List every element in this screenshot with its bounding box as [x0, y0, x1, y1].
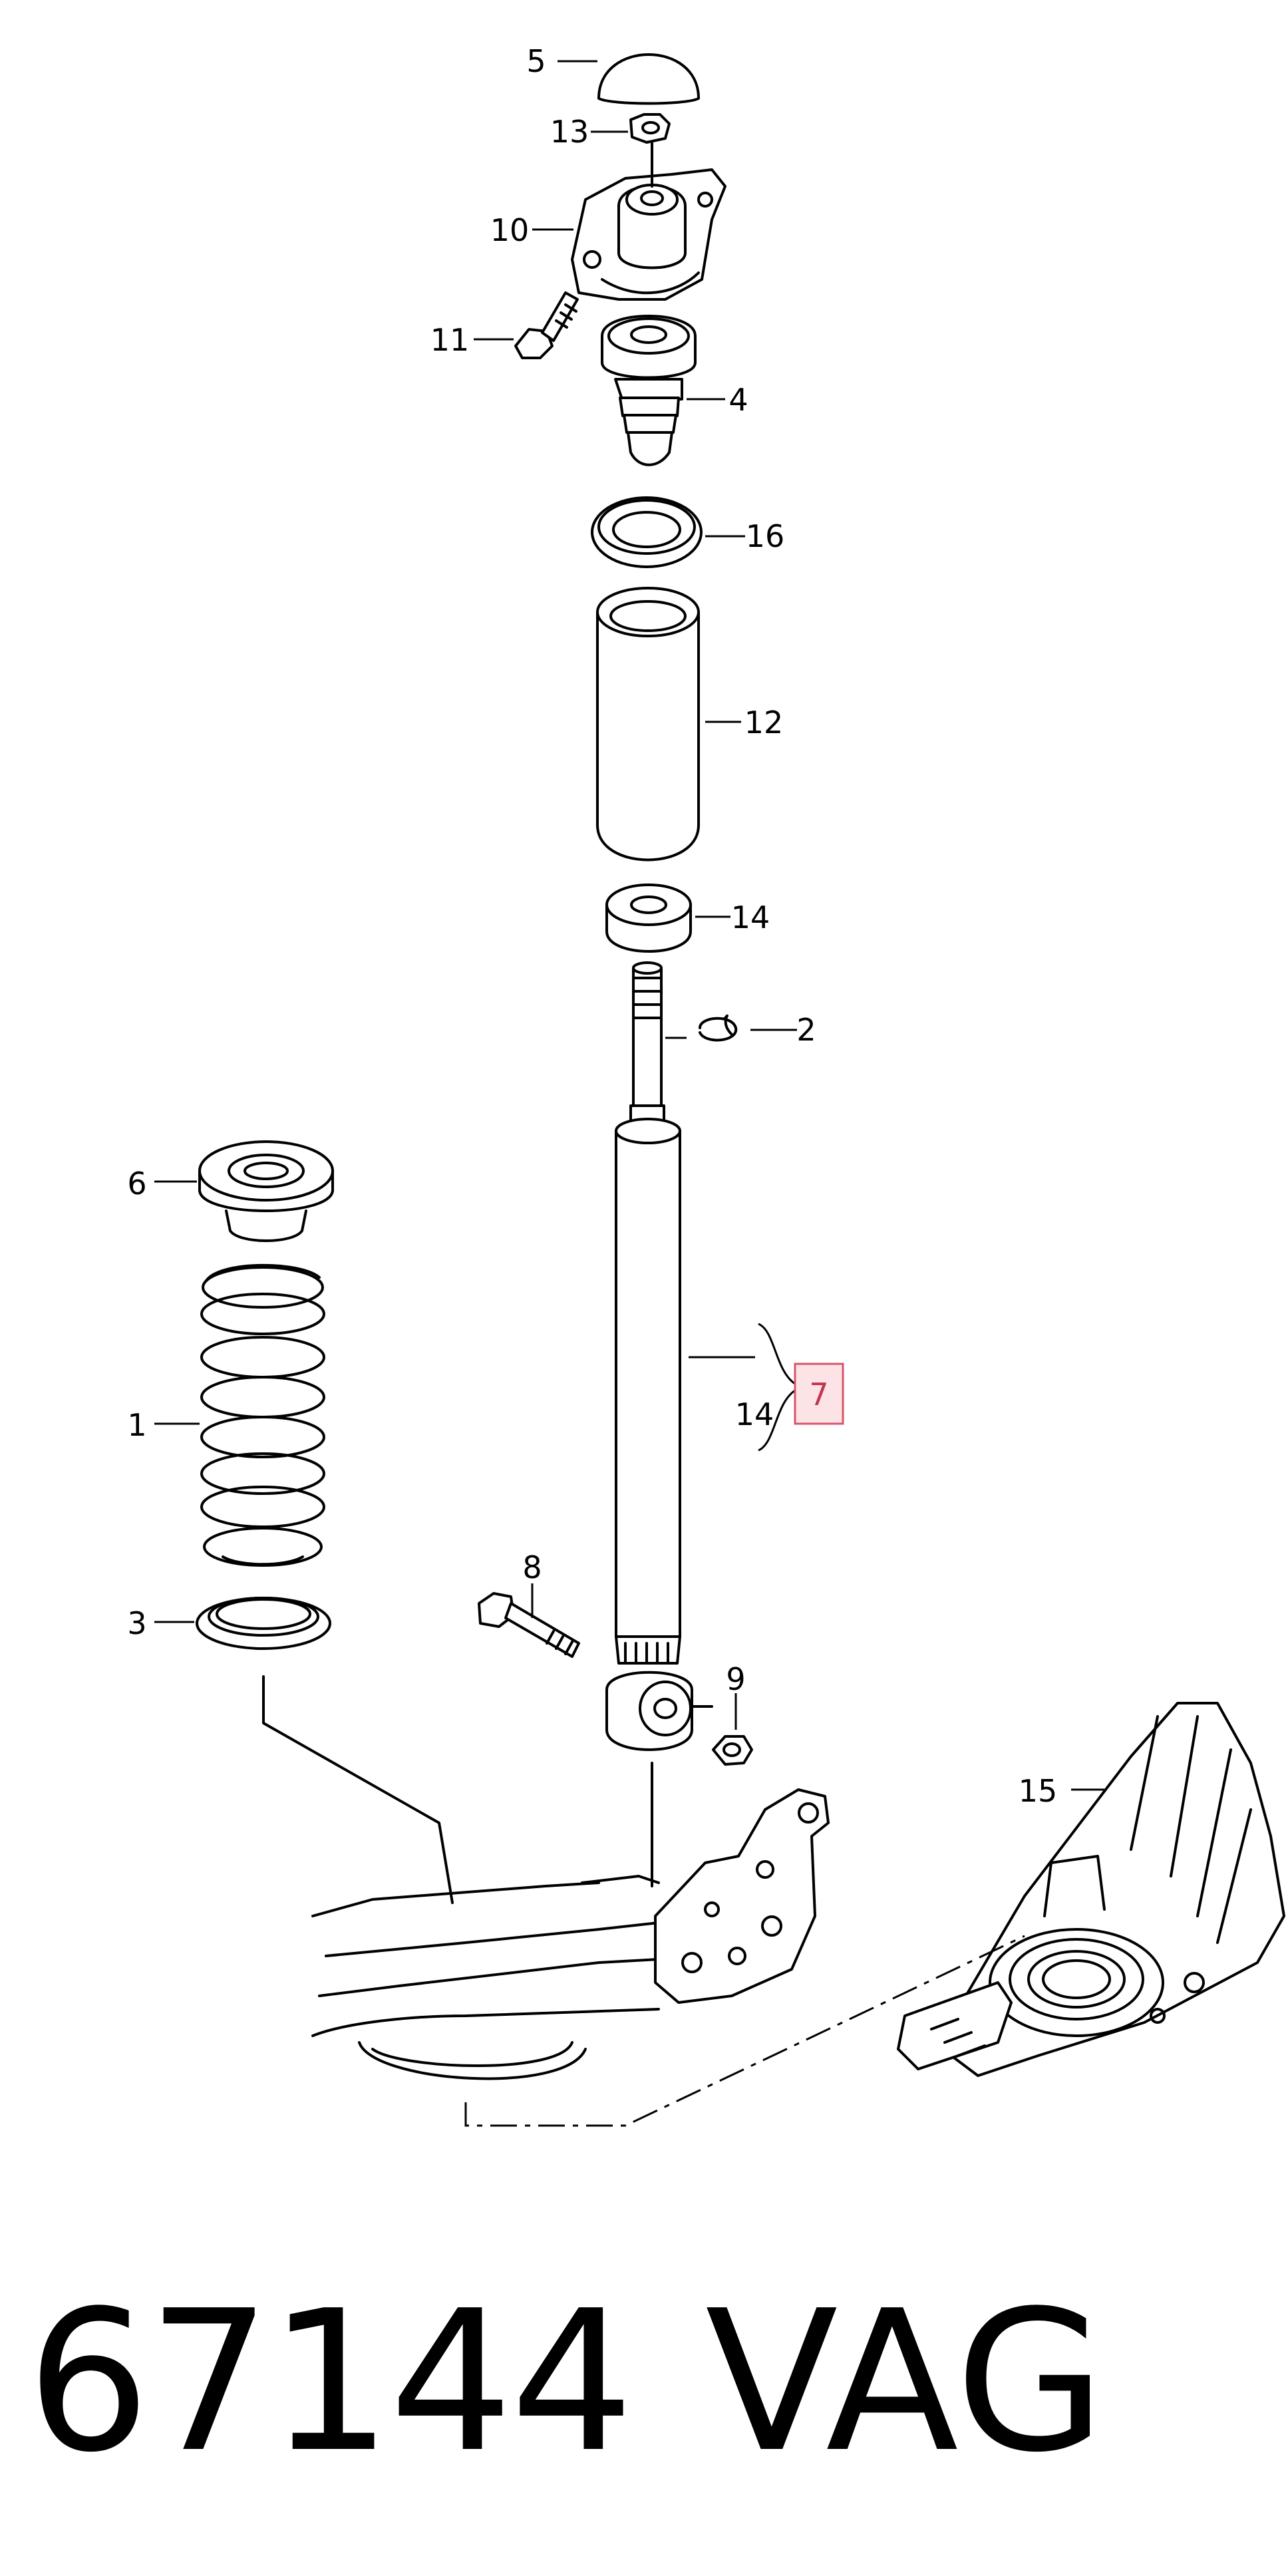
part-15-splash-shield: [897, 1702, 1285, 2077]
part-12-protective-sleeve: [596, 587, 741, 862]
callout-12: 12: [744, 705, 784, 740]
callout-14-damper: 14: [735, 1396, 774, 1432]
rear-axle-beam: [262, 1675, 830, 2080]
callout-4: 4: [728, 382, 748, 418]
callout-5: 5: [526, 43, 546, 79]
part-10-strut-mount: [532, 142, 726, 301]
part-number-code: 67144: [27, 2269, 634, 2495]
callout-13: 13: [550, 114, 589, 150]
callout-7: 7: [809, 1376, 828, 1412]
part-7-shock-absorber: [605, 961, 796, 1751]
part-13-nut: [591, 113, 671, 144]
callout-11: 11: [430, 322, 470, 358]
callout-3: 3: [127, 1605, 146, 1641]
part-1-coil-spring: [154, 1263, 325, 1567]
part-11-bolt: [474, 291, 579, 359]
callout-6: 6: [127, 1166, 146, 1202]
callout-15: 15: [1019, 1773, 1058, 1809]
part-9-nut: [712, 1693, 753, 1766]
callout-9: 9: [726, 1661, 745, 1697]
part-16-ring: [591, 496, 745, 568]
part-5-dust-cap: [558, 53, 700, 105]
part-14-bumper: [605, 884, 730, 953]
callout-8: 8: [522, 1549, 542, 1585]
part-4-bump-stop: [601, 315, 725, 466]
callout-7-highlight[interactable]: 7: [794, 1363, 844, 1425]
part-3-lower-spring-seat: [154, 1597, 331, 1650]
part-6-spring-seat: [154, 1140, 334, 1242]
callout-2: 2: [796, 1012, 816, 1048]
callout-10: 10: [490, 212, 530, 248]
callout-1: 1: [127, 1407, 146, 1443]
part-2-circlip: [665, 1014, 797, 1042]
brand-label: VAG: [705, 2269, 1106, 2495]
callout-16: 16: [746, 518, 785, 554]
diagram-caption: 67144 VAG: [0, 2255, 1288, 2508]
callout-14-bumper: 14: [731, 899, 770, 935]
dash-leader-shield: [464, 1935, 1025, 2127]
part-8-bolt: [478, 1583, 580, 1658]
